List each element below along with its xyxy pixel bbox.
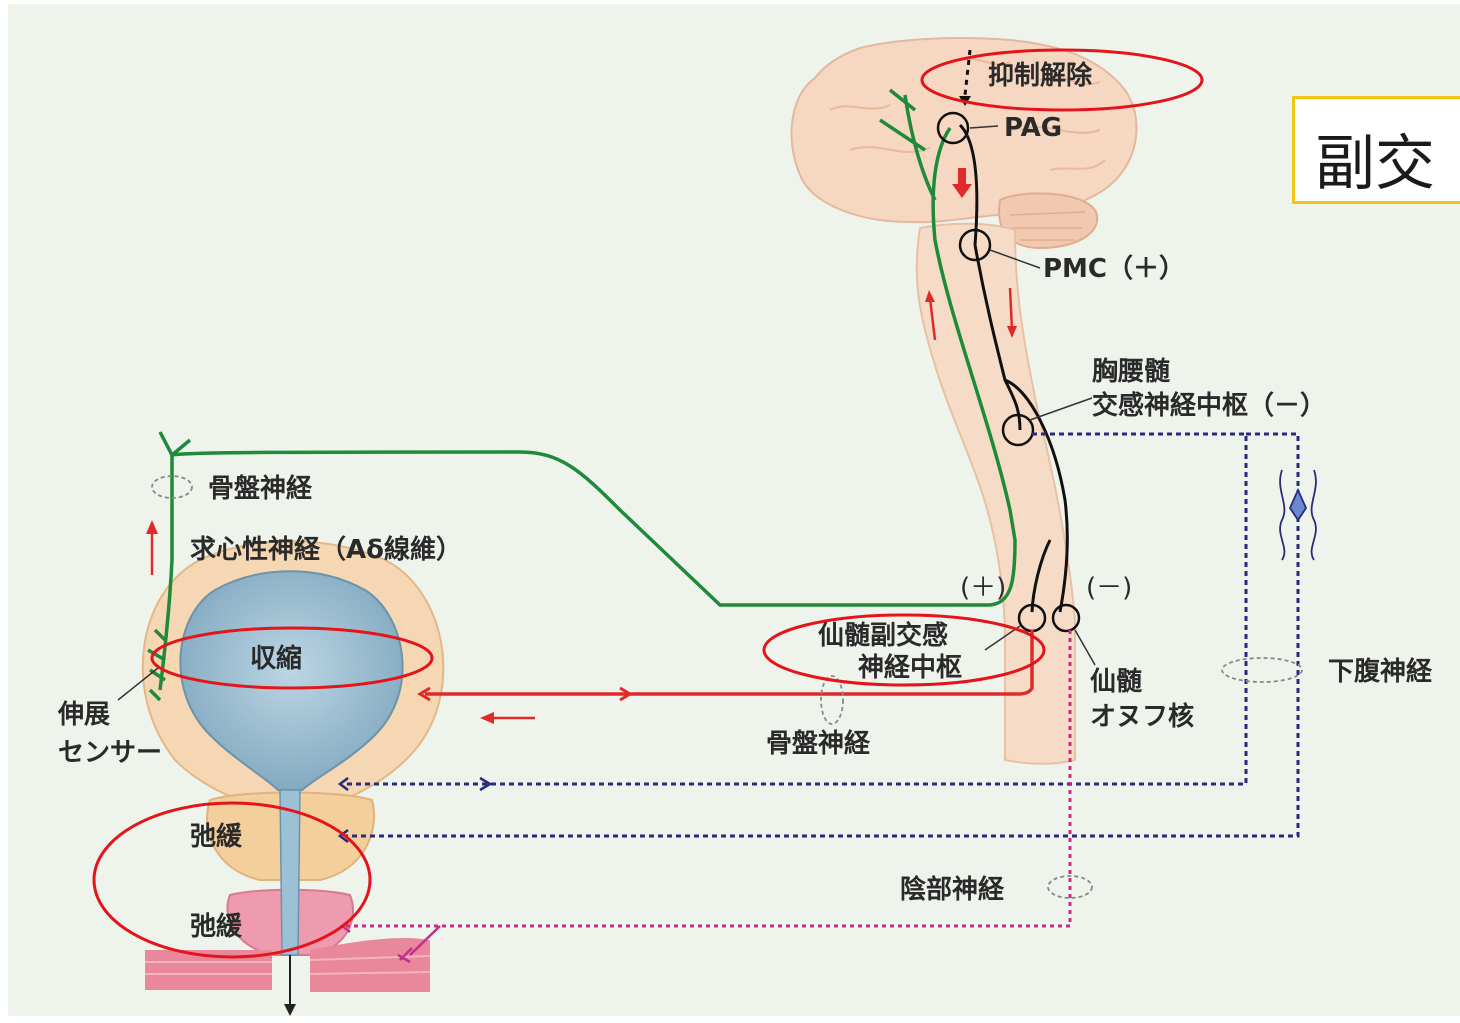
pudendal-nerve <box>345 630 1072 928</box>
highlight-sacral-center <box>762 613 1046 687</box>
efferent-pelvic-nerve <box>425 630 1034 696</box>
label-pelvic-nerve-bottom: 骨盤神経 <box>766 728 871 759</box>
label-relax-external: 弛緩 <box>190 912 243 942</box>
sympathetic-chain <box>1279 469 1317 561</box>
highlight-ellipses <box>92 48 1204 959</box>
descending-pathway <box>936 49 1081 633</box>
label-hypogastric-nerve: 下腹神経 <box>1328 656 1433 687</box>
highlight-relaxation <box>92 801 372 959</box>
label-sacral-onuf-line1: 仙髄 <box>1090 667 1142 697</box>
label-pag: PAG <box>1004 113 1062 143</box>
label-thoracolumbar-line1: 胸腰髄 <box>1092 357 1170 387</box>
highlight-contraction <box>150 626 434 690</box>
label-pelvic-nerve-top: 骨盤神経 <box>208 473 313 504</box>
label-plus: (＋) <box>960 573 1006 603</box>
label-stretch-line2: センサー <box>58 738 162 768</box>
urethra <box>279 789 301 956</box>
pelvic-floor-right <box>310 938 430 992</box>
slide-title-box: 副交 <box>1292 96 1460 204</box>
label-thoracolumbar-line2: 交感神経中枢（－） <box>1092 390 1326 421</box>
label-relax-internal: 弛緩 <box>190 822 243 852</box>
label-sacral-para-line1: 仙髄副交感 <box>818 620 948 651</box>
label-pmc: PMC（＋） <box>1043 254 1185 284</box>
label-pudendal-nerve: 陰部神経 <box>900 874 1005 905</box>
spinal-cord <box>915 222 1076 765</box>
label-minus: (－) <box>1086 573 1132 603</box>
leader-lines <box>117 125 1096 701</box>
bladder-lumen <box>179 570 404 791</box>
red-signal-arrows <box>146 168 1017 724</box>
hypogastric-nerve <box>345 432 1300 838</box>
afferent-pathway <box>147 88 1017 702</box>
diagram-background <box>8 4 1460 1016</box>
label-stretch-line1: 伸展 <box>57 700 110 730</box>
urine-flow-arrow <box>284 1004 296 1016</box>
highlight-inhibition-release <box>920 48 1204 112</box>
pelvic-floor-left <box>145 950 272 990</box>
slide-title-text: 副交 <box>1315 129 1435 199</box>
label-sacral-onuf-line2: オヌフ核 <box>1090 701 1194 732</box>
label-inhibition-release: 抑制解除 <box>988 60 1093 91</box>
nerve-cross-sections <box>151 475 1303 899</box>
label-afferent-nerve: 求心性神経（Aδ線維） <box>190 534 462 565</box>
label-contraction: 収縮 <box>250 643 302 674</box>
label-sacral-para-line2: 神経中枢 <box>858 652 962 683</box>
